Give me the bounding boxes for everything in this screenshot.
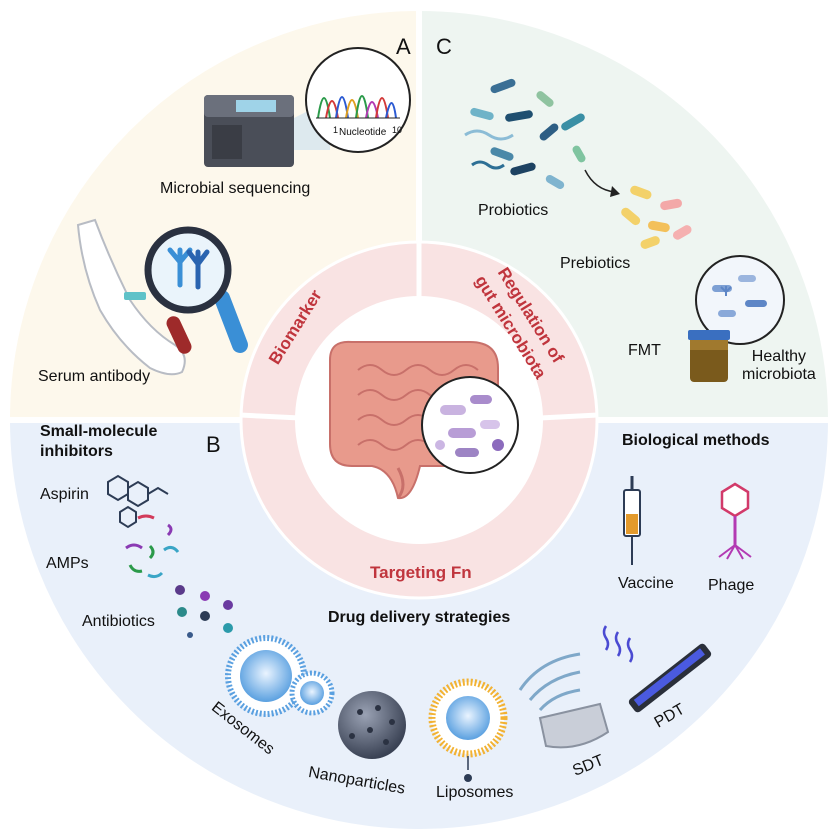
amps-icon	[125, 514, 180, 579]
label-antibiotics: Antibiotics	[82, 613, 155, 630]
prebiotics-icon	[621, 185, 692, 249]
magnifier-icon	[144, 226, 248, 354]
phage-icon	[718, 482, 752, 560]
label-fmt: FMT	[628, 342, 661, 359]
probiotics-icon	[464, 78, 620, 197]
label-healthy-line1: Healthy	[751, 348, 807, 365]
label-probiotics: Probiotics	[478, 202, 549, 219]
chromatogram-axis-end: 10	[392, 125, 403, 135]
label-prebiotics: Prebiotics	[560, 255, 631, 272]
ring-divider-right	[539, 412, 599, 421]
label-liposomes: Liposomes	[436, 784, 514, 801]
label-healthy-line2: microbiota	[742, 366, 816, 383]
label-biological-methods: Biological methods	[622, 432, 770, 449]
label-healthy-microbiota: Healthy microbiota	[742, 348, 816, 384]
antibiotics-icon	[175, 585, 233, 638]
panel-letter-b: B	[206, 432, 221, 457]
chromatogram-label: Nucleotide	[339, 127, 387, 138]
ring-label-targeting: Targeting Fn	[370, 563, 472, 582]
label-phage: Phage	[708, 577, 755, 594]
microbe-zoom-icon	[421, 376, 519, 474]
healthy-microbiota-icon	[695, 255, 785, 345]
chromatogram-icon	[305, 47, 411, 153]
label-small-molecule-inhibitors: Small-molecule inhibitors	[40, 422, 157, 462]
ring-divider-left	[239, 412, 301, 421]
label-serum-antibody: Serum antibody	[38, 368, 151, 385]
panel-letter-a: A	[396, 34, 411, 59]
nanoparticle-icon	[338, 691, 406, 759]
label-aspirin: Aspirin	[40, 486, 89, 503]
pdt-light-icon	[602, 625, 712, 713]
arm-icon	[76, 218, 186, 376]
exosome-small-icon	[289, 670, 335, 716]
panel-letter-c: C	[436, 34, 452, 59]
label-amps: AMPs	[46, 555, 89, 572]
aspirin-icon	[107, 474, 169, 529]
sequencer-icon	[204, 95, 330, 167]
label-small-molecule-line2: inhibitors	[40, 443, 113, 460]
sdt-device-icon	[518, 652, 610, 749]
label-vaccine: Vaccine	[618, 575, 674, 592]
label-microbial-sequencing: Microbial sequencing	[160, 180, 311, 197]
label-small-molecule-line1: Small-molecule	[40, 423, 158, 440]
fmt-jar-icon	[688, 330, 730, 382]
liposome-icon	[428, 678, 508, 782]
chromatogram-axis-start: 1	[333, 125, 339, 135]
label-drug-delivery-strategies: Drug delivery strategies	[328, 609, 511, 626]
vaccine-icon	[623, 476, 641, 565]
